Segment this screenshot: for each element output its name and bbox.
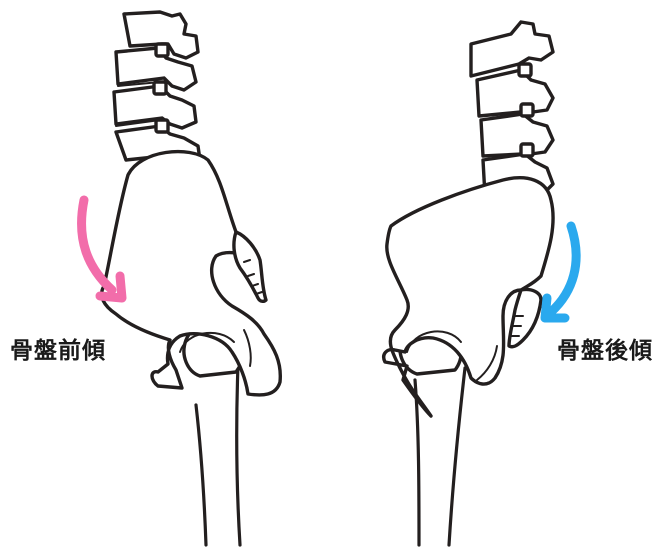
pelvis bbox=[382, 176, 555, 418]
anterior-tilt-figure bbox=[77, 10, 282, 547]
anterior-tilt-arrow bbox=[77, 195, 127, 303]
anterior-tilt-label: 骨盤前傾 bbox=[10, 338, 106, 364]
lumbar-spine bbox=[112, 10, 202, 168]
posterior-pelvis-illustration bbox=[382, 20, 581, 547]
anterior-pelvis-illustration bbox=[77, 10, 282, 547]
posterior-tilt-arrow bbox=[540, 221, 581, 323]
femur bbox=[398, 318, 467, 547]
posterior-tilt-label: 骨盤後傾 bbox=[557, 338, 653, 364]
lumbar-spine bbox=[469, 20, 555, 198]
posterior-tilt-figure bbox=[335, 0, 670, 554]
sacrum-coccyx bbox=[232, 230, 268, 303]
sacrum-coccyx bbox=[507, 287, 543, 349]
